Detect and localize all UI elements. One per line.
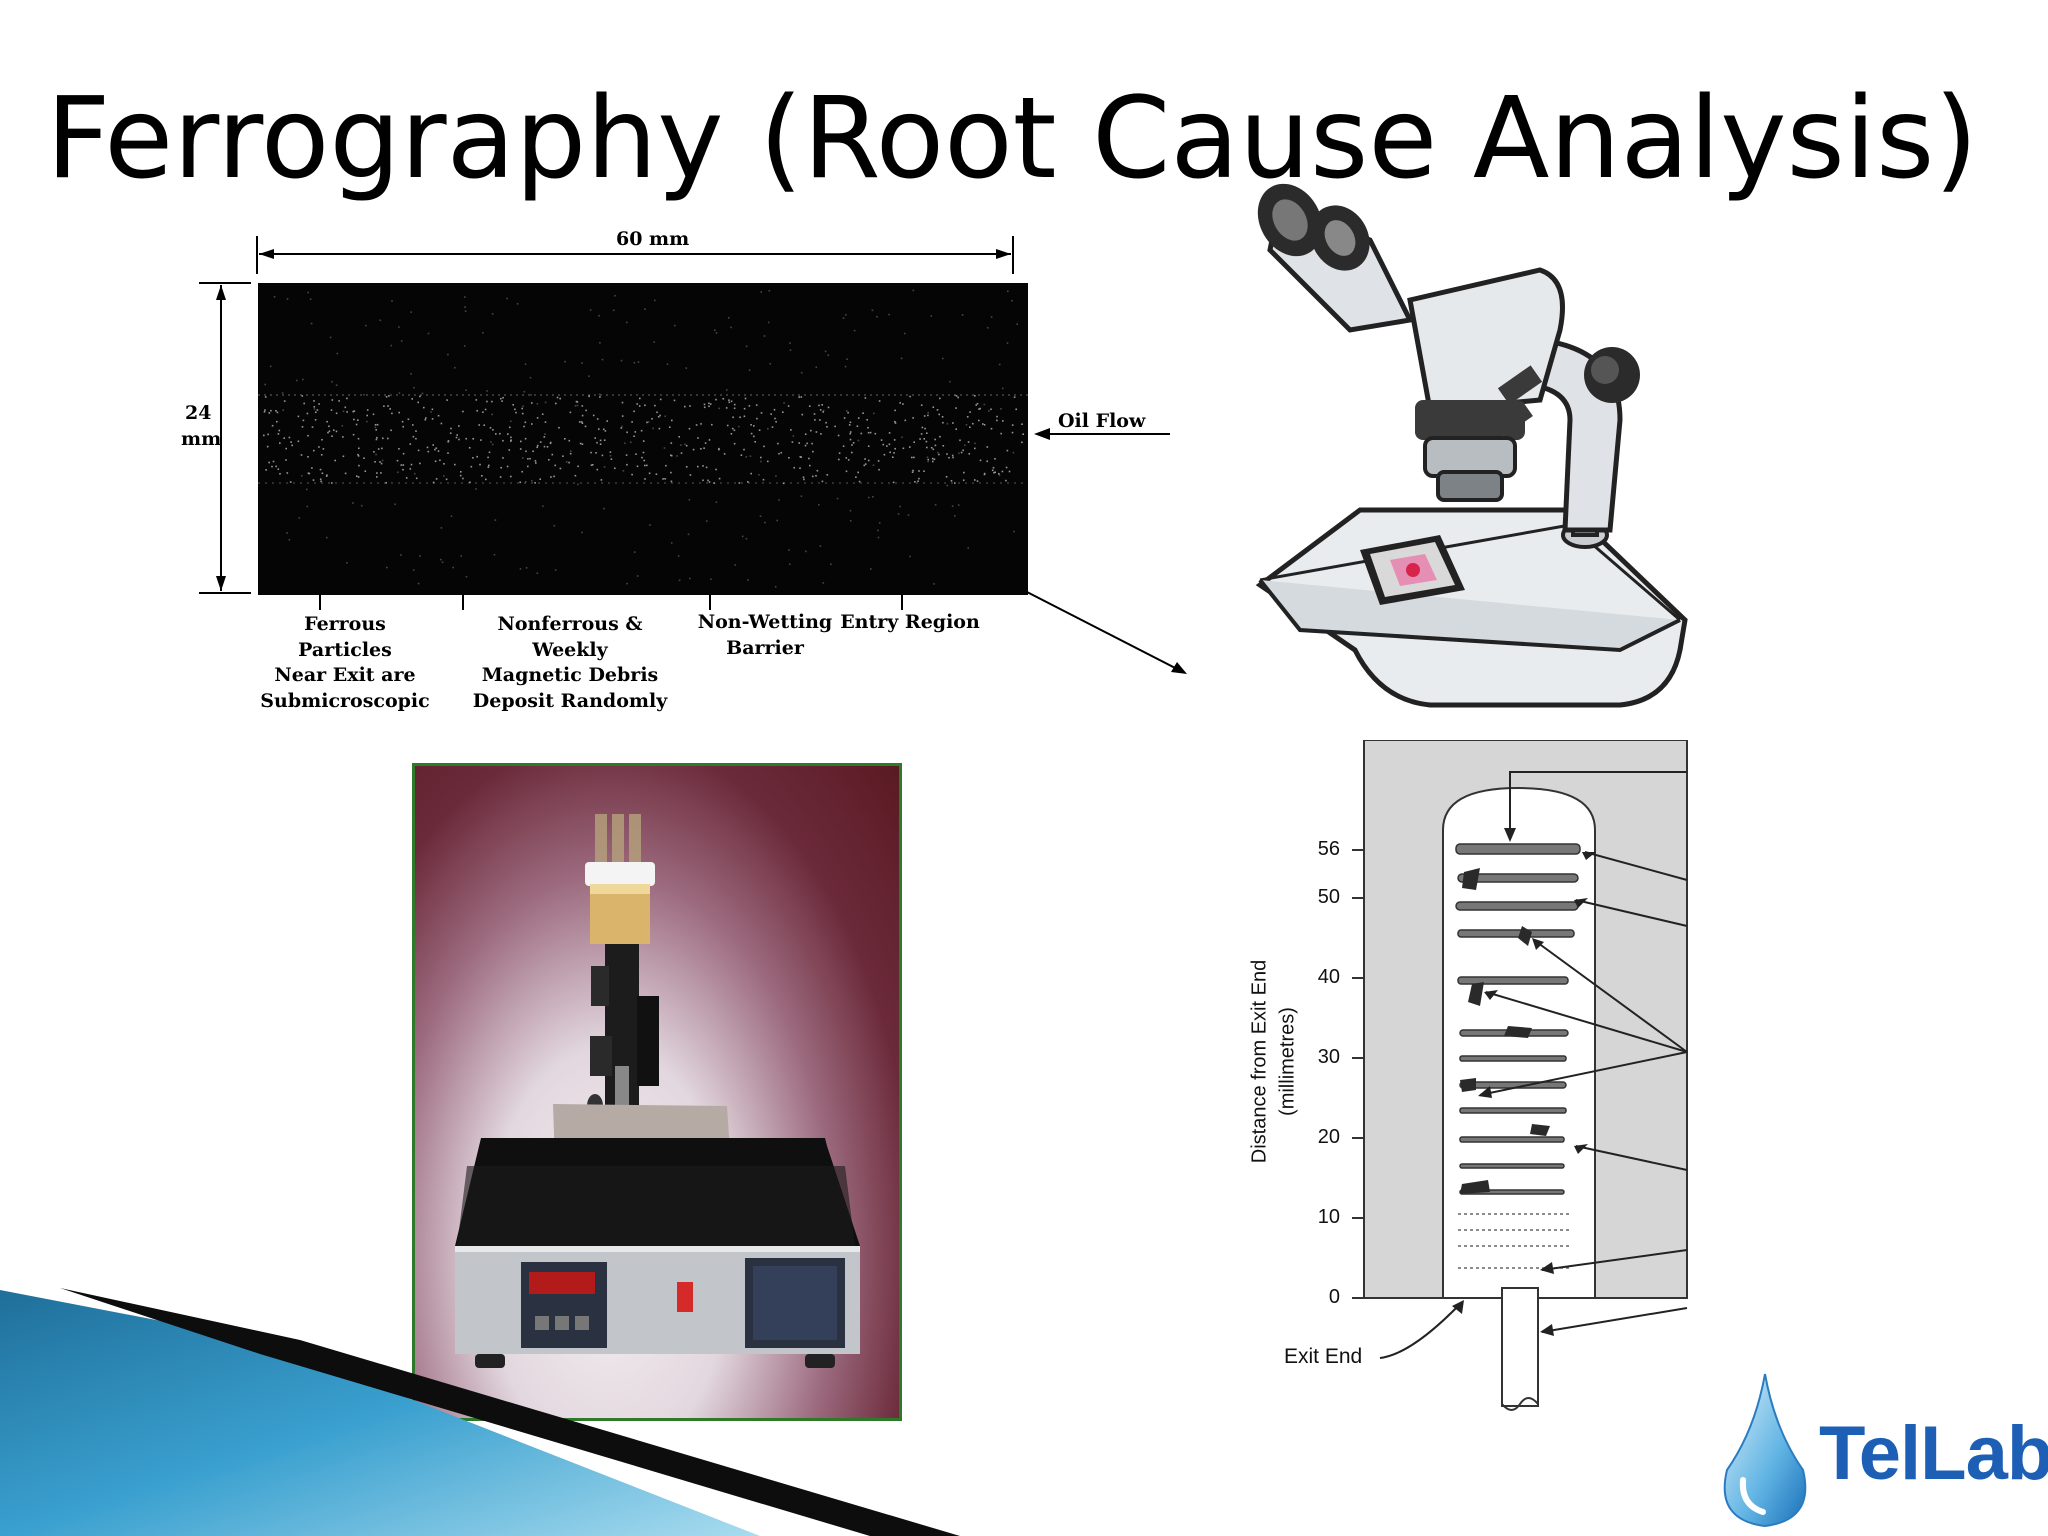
length-dimension-arrow [256,236,1014,274]
tick-10: 10 [1317,1206,1340,1228]
microscope-illustration [1255,183,1688,708]
tick-0: 0 [1328,1286,1340,1308]
deposit-distribution-chart: 0 10 20 30 40 50 56 Distance from Exit E… [1240,739,1720,1420]
deposit-chart-drawing [1352,739,1688,1411]
chart-ylabel-line1: Distance from Exit End [1248,959,1271,1164]
tick-30: 30 [1317,1046,1340,1068]
ferrogram-slide [258,283,1028,595]
region-label-nonwetting: Non-Wetting Barrier [697,611,833,659]
diagonal-arrow [1026,591,1187,674]
width-label-unit: mm [181,428,222,450]
oil-flow-arrow [1034,428,1170,440]
region-ticks [319,594,903,610]
tick-20: 20 [1317,1126,1340,1148]
exit-end-label: Exit End [1284,1345,1363,1368]
chart-ylabel-line2: (millimetres) [1276,1007,1299,1116]
tick-50: 50 [1317,886,1340,908]
width-dimension-arrow [199,282,251,594]
region-label-ferrous: Ferrous Particles Near Exit are Submicro… [260,613,430,712]
decorative-ribbon [0,1288,960,1536]
instrument-drawing [455,814,860,1368]
tick-56: 56 [1317,838,1340,860]
tellab-logo: TelLab [1715,1370,2048,1530]
water-drop-icon [1723,1373,1807,1528]
logo-text: TelLab [1819,1411,2048,1496]
length-label: 60 mm [616,228,690,250]
slide-title: Ferrography (Root Cause Analysis) [46,74,1978,204]
oil-flow-label: Oil Flow [1058,410,1146,432]
region-label-nonferrous: Nonferrous & Weekly Magnetic Debris Depo… [472,613,668,712]
tick-40: 40 [1317,966,1340,988]
region-label-entry: Entry Region [840,611,980,633]
particle-deposit [258,289,1028,588]
ferrograph-instrument-photo [412,763,902,1421]
width-label-value: 24 [185,402,212,424]
